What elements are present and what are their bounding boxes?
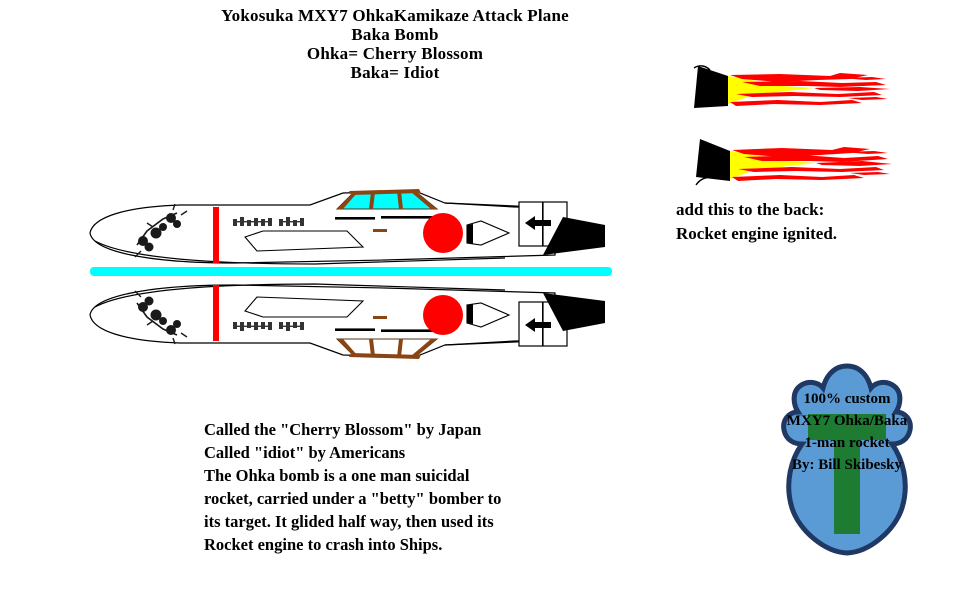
description-block: Called the "Cherry Blossom" by Japan Cal… (204, 418, 624, 556)
title-line-3: Ohka= Cherry Blossom (306, 44, 484, 63)
aircraft-profile-top (89, 189, 605, 265)
title-line-1: Yokosuka MXY7 OhkaKamikaze Attack Plane (221, 6, 569, 25)
back-note-line-1: add this to the back: (676, 200, 825, 219)
page-title: Yokosuka MXY7 OhkaKamikaze Attack Plane … (0, 6, 790, 82)
patch-line-1: 100% custom (803, 391, 891, 407)
flame-red-streaks (730, 73, 890, 106)
patch-green-crossbar (808, 414, 886, 440)
back-note-line-2: Rocket engine ignited. (676, 224, 838, 243)
title-line-2: Baka Bomb (351, 25, 439, 44)
hinomaru-roundel (423, 213, 463, 253)
description-line-5: its target. It glided half way, then use… (204, 512, 494, 531)
nozzle-shape (694, 66, 728, 108)
aircraft-profile-bottom (89, 283, 605, 359)
rocket-flame-decal-2 (695, 139, 892, 186)
fuselage-belly-line (94, 240, 506, 265)
canopy (335, 338, 439, 359)
wing-line-upper (335, 328, 375, 331)
tail-arrow-icon (525, 216, 551, 230)
nozzle-hook-line (695, 176, 713, 186)
brown-tick-mark (373, 229, 387, 232)
tail-trailing-edge (543, 217, 605, 255)
back-note: add this to the back: Rocket engine igni… (676, 198, 956, 246)
fairing-shadow (467, 224, 473, 244)
patch-line-3: 1-man rocket (804, 435, 890, 451)
rocket-flame-decal-1 (693, 65, 890, 108)
wing-line-upper (335, 217, 375, 220)
flame-red-streaks (732, 147, 892, 181)
wing-root-panel (244, 230, 365, 252)
patch-line-4: By: Bill Skibesky (791, 457, 903, 473)
fuselage-stencil-text (233, 322, 304, 331)
wing-line-upper-2 (381, 216, 433, 219)
cherry-blossom-icon (134, 290, 188, 345)
hinomaru-roundel (423, 295, 463, 335)
description-line-4: rocket, carried under a "betty" bomber t… (204, 489, 502, 508)
patch-text-block: 100% custom MXY7 Ohka/Baka 1-man rocket … (752, 388, 942, 476)
red-stripe (213, 285, 219, 341)
fuselage-stencil-text (233, 217, 304, 226)
canopy (335, 189, 439, 210)
title-line-4: Baka= Idiot (350, 63, 440, 82)
nozzle-hook-line (693, 65, 711, 71)
arrowhead-patch-logo (781, 363, 913, 556)
red-stripe (213, 207, 219, 263)
description-line-6: Rocket engine to crash into Ships. (204, 535, 443, 554)
wing-root-panel (244, 296, 365, 318)
fuselage-belly-line (94, 283, 506, 308)
cyan-separator-bar (90, 267, 612, 276)
tail-trailing-edge (543, 293, 605, 331)
description-line-1: Called the "Cherry Blossom" by Japan (204, 420, 482, 439)
description-line-3: The Ohka bomb is a one man suicidal (204, 466, 470, 485)
tail-arrow-icon (525, 318, 551, 332)
nozzle-shape (696, 139, 730, 181)
wing-line-upper-2 (381, 329, 433, 332)
description-line-2: Called "idiot" by Americans (204, 443, 406, 462)
cherry-blossom-icon (134, 203, 188, 258)
brown-tick-mark (373, 316, 387, 319)
fairing-shadow (467, 304, 473, 324)
patch-line-2: MXY7 Ohka/Baka (786, 413, 908, 429)
